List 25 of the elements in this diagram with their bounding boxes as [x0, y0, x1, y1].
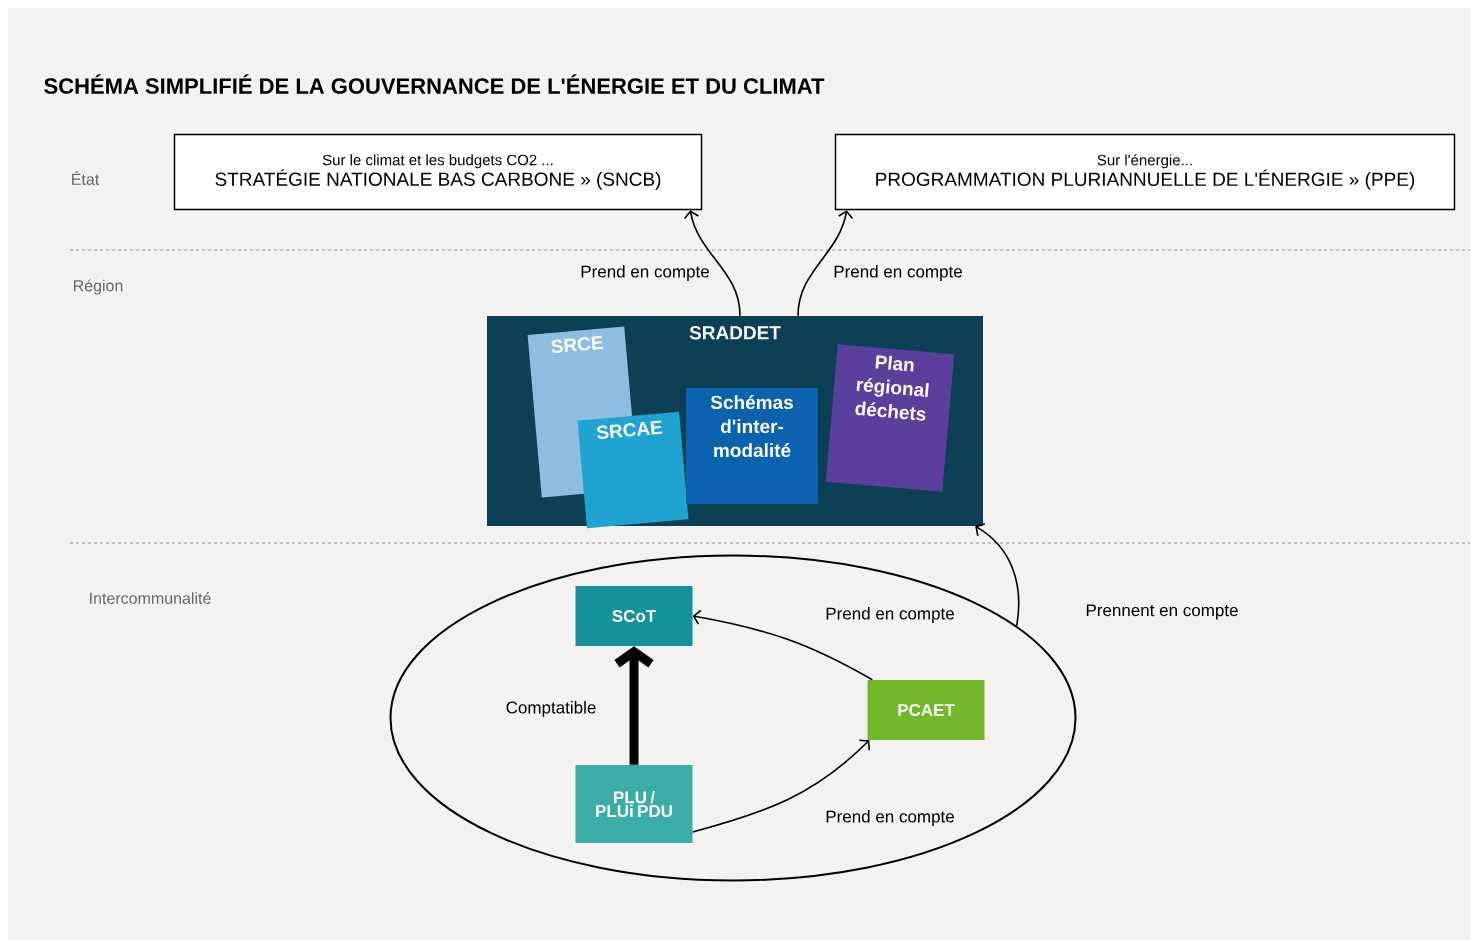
plan-box: SCoT — [575, 586, 693, 646]
edge-label: Prend en compte — [834, 265, 962, 281]
text-box: Sur le climat et les budgets CO2 ... STRATÉGIE NATIONALE BAS CARBONE » (SNCB) — [173, 133, 703, 211]
arrow — [692, 609, 874, 681]
edge-label: Prend en compte — [826, 810, 954, 826]
document-card: SRCAE — [577, 411, 689, 529]
edge-label: Prennent en compte — [1086, 604, 1238, 620]
edge-label: Prend en compte — [826, 607, 954, 623]
plan-box: PLU / PLUi PDU — [575, 765, 693, 843]
row-label: Région — [74, 279, 123, 295]
text-box: Sur l'énergie... PROGRAMMATION PLURIANNUELLE DE L'ÉNERGIE » (PPE) — [834, 133, 1456, 211]
arrow — [975, 522, 1020, 627]
arrow — [614, 646, 654, 765]
document-card: Schémas d'inter-modalité — [686, 388, 818, 504]
edge-label: Comptatible — [506, 701, 596, 717]
row-label: Intercommunalité — [90, 592, 211, 604]
arrow — [683, 210, 741, 317]
edge-label: Prend en compte — [581, 265, 709, 281]
title: SCHÉMA SIMPLIFIÉ DE LA GOUVERNANCE DE L'ÉNERGIE ET DU CLIMAT — [44, 74, 825, 94]
arrow — [691, 739, 871, 833]
arrow — [797, 210, 854, 317]
row-label: État — [72, 171, 100, 185]
document-card: Plan régional déchets — [825, 344, 955, 492]
plan-box: PCAET — [867, 680, 985, 740]
ellipse — [389, 554, 1077, 882]
